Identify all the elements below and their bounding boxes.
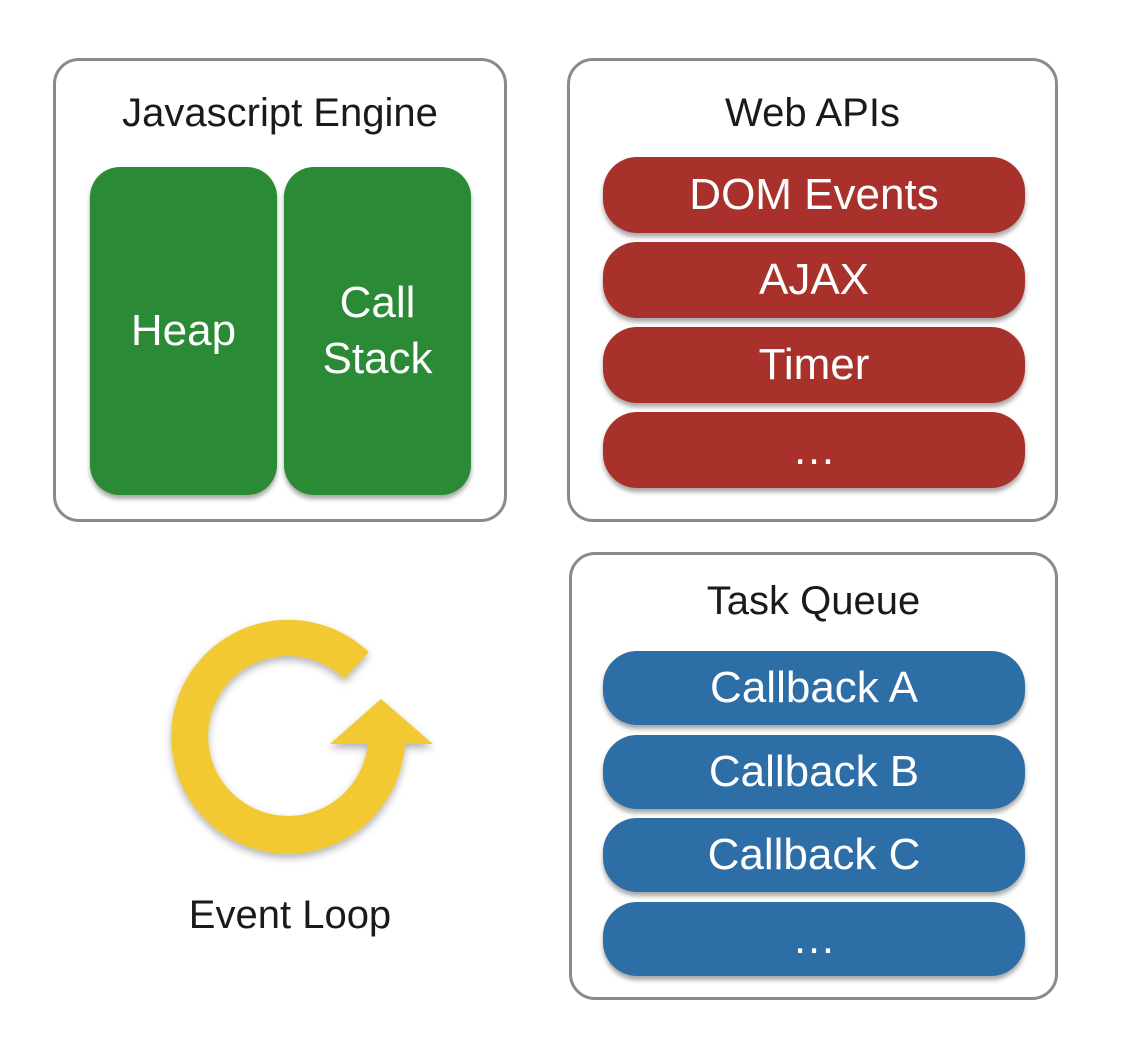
web-api-item-label: AJAX bbox=[758, 255, 870, 304]
call-stack-label-line1: Call bbox=[339, 277, 416, 327]
circular-arrow-icon bbox=[171, 619, 433, 854]
heap-block: Heap bbox=[90, 167, 277, 495]
heap-label: Heap bbox=[130, 305, 237, 355]
javascript-engine-panel: Javascript Engine Heap Call Stack bbox=[53, 58, 507, 522]
loop-arrowhead bbox=[330, 699, 433, 744]
task-queue-title: Task Queue bbox=[706, 579, 921, 623]
web-api-item-label: DOM Events bbox=[689, 170, 939, 219]
call-stack-label-line2: Stack bbox=[322, 334, 433, 383]
web-api-item: AJAX bbox=[603, 242, 1025, 318]
task-queue-item-label: Callback A bbox=[710, 663, 918, 712]
web-api-item: DOM Events bbox=[603, 157, 1025, 233]
loop-arc bbox=[171, 619, 406, 854]
call-stack-block: Call Stack bbox=[284, 167, 471, 495]
web-apis-title: Web APIs bbox=[725, 91, 900, 135]
task-queue-panel: Task Queue Callback A Callback B Callbac… bbox=[569, 552, 1058, 1000]
task-queue-item-label: Callback B bbox=[708, 747, 920, 796]
task-queue-item: Callback A bbox=[603, 651, 1025, 725]
web-api-item-label: Timer bbox=[758, 340, 870, 389]
task-queue-item: Callback B bbox=[603, 735, 1025, 809]
web-apis-panel: Web APIs DOM Events AJAX Timer … bbox=[567, 58, 1058, 522]
call-stack-label: Call Stack bbox=[322, 275, 432, 388]
web-api-item: … bbox=[603, 412, 1025, 488]
javascript-engine-title: Javascript Engine bbox=[122, 91, 438, 135]
web-api-item-label: … bbox=[792, 425, 836, 474]
web-api-item: Timer bbox=[603, 327, 1025, 403]
task-queue-item: … bbox=[603, 902, 1025, 976]
task-queue-item-label: Callback C bbox=[707, 830, 921, 879]
event-loop-label: Event Loop bbox=[188, 893, 392, 937]
task-queue-item: Callback C bbox=[603, 818, 1025, 892]
task-queue-item-label: … bbox=[792, 914, 836, 963]
